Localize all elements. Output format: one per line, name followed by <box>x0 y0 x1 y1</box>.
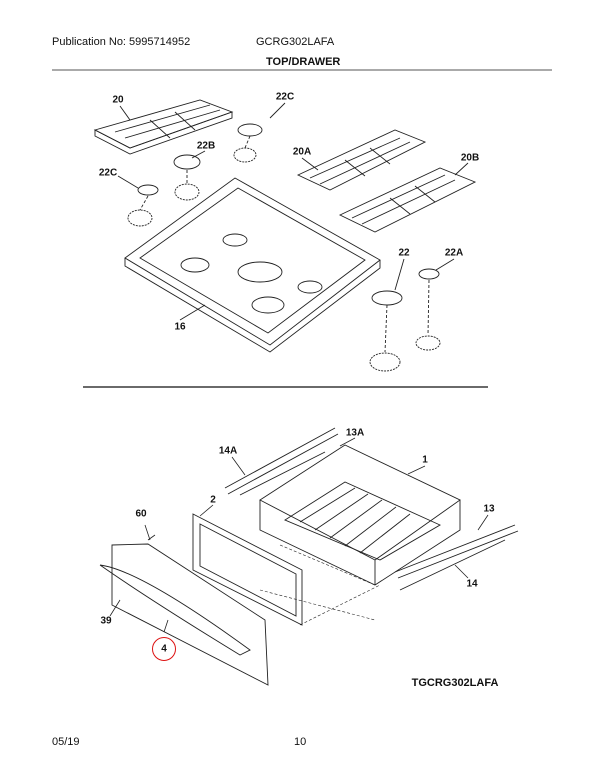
callout-20: 20 <box>112 94 124 106</box>
publication-number: Publication No: 5995714952 <box>52 36 191 48</box>
callout-2: 2 <box>210 494 216 506</box>
grate-20 <box>93 99 234 155</box>
drawer-box-1 <box>259 444 461 586</box>
footer-date: 05/19 <box>52 736 80 748</box>
grate-20a <box>296 129 427 191</box>
diagram-id: TGCRG302LAFA <box>411 677 499 689</box>
callout-60: 60 <box>135 508 147 520</box>
grate-20b <box>338 167 477 233</box>
callout-14: 14 <box>466 578 478 590</box>
callout-22c: 22C <box>275 91 295 103</box>
callout-39: 39 <box>100 615 112 627</box>
callout-14a: 14A <box>218 445 238 457</box>
callout-13a: 13A <box>345 427 365 439</box>
callout-13: 13 <box>483 503 495 515</box>
drawer-slides <box>224 427 519 591</box>
callout-22c-left: 22C <box>98 167 118 179</box>
callout-20b: 20B <box>460 152 480 164</box>
callout-22: 22 <box>398 247 410 259</box>
callout-1: 1 <box>422 454 428 466</box>
section-title: TOP/DRAWER <box>266 56 341 68</box>
drawer-front-4 <box>99 543 269 686</box>
model-number: GCRG302LAFA <box>256 36 335 48</box>
drawer-inner-panel-2 <box>192 513 303 626</box>
page-number: 10 <box>294 736 307 748</box>
callout-22a: 22A <box>444 247 464 259</box>
highlight-circle <box>152 637 176 661</box>
cooktop-16 <box>124 177 381 353</box>
callout-22b: 22B <box>196 140 216 152</box>
burner-caps <box>127 123 441 372</box>
callout-20a: 20A <box>292 146 312 158</box>
callout-16: 16 <box>174 321 186 333</box>
callout-4: 4 <box>161 643 167 655</box>
